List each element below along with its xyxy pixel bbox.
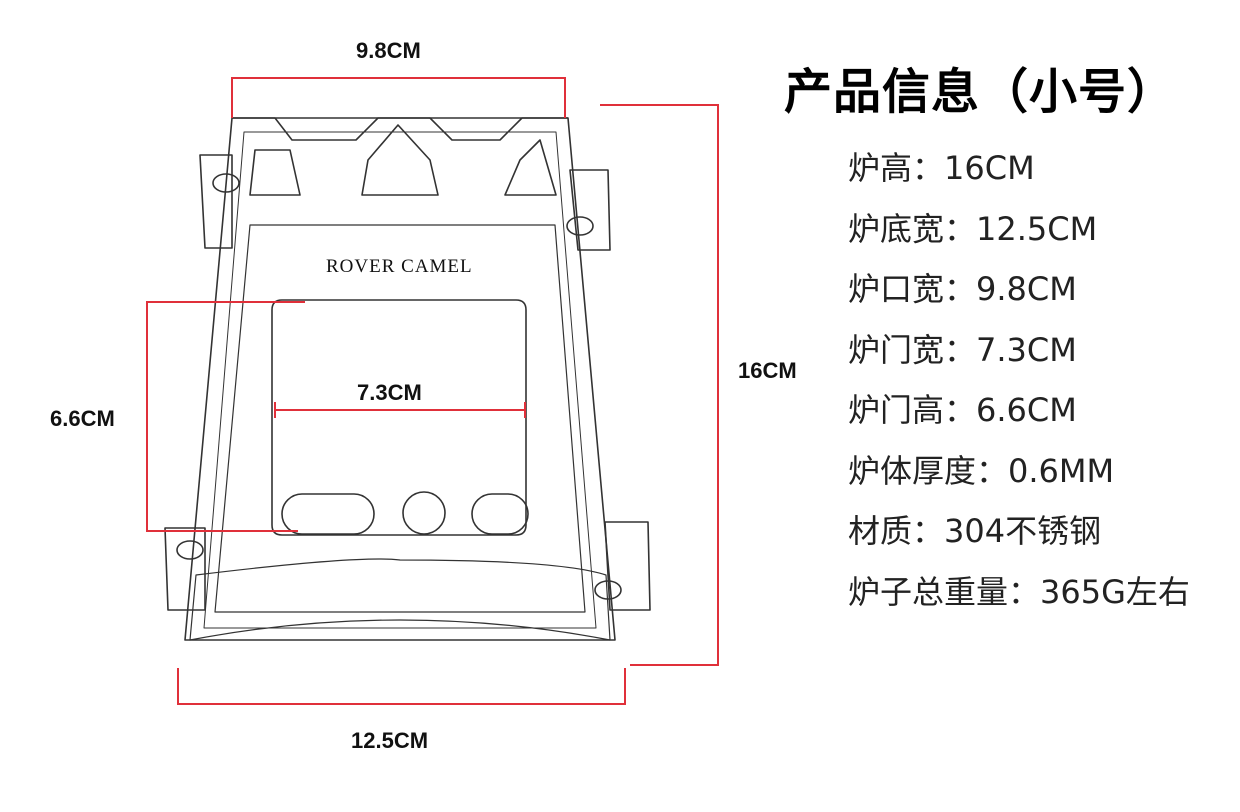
dim-line-door-height (146, 301, 305, 532)
stove-inner-outline (203, 131, 597, 629)
stove-outline (184, 117, 616, 641)
vent-hole-center (402, 491, 446, 535)
spec-list: 炉高：16CM 炉底宽：12.5CM 炉口宽：9.8CM 炉门宽：7.3CM 炉… (848, 142, 1190, 626)
info-title: 产品信息（小号） (784, 64, 1177, 120)
dim-line-base-width (177, 668, 626, 705)
dim-line-door-width (274, 402, 526, 418)
spec-item: 炉门高：6.6CM (848, 391, 1077, 429)
triangle-cutout-left (249, 149, 301, 196)
bottom-arch (189, 558, 611, 641)
left-hinge-top (199, 154, 233, 249)
fire-door (271, 299, 527, 536)
rivet-left-top (212, 173, 240, 193)
spec-item: 炉底宽：12.5CM (848, 209, 1098, 248)
door-height-label: 6.6CM (50, 406, 115, 431)
spec-item: 炉高：16CM (848, 149, 1035, 187)
brand-engraving: ROVER CAMEL (326, 256, 473, 277)
rivet-right-top (566, 216, 594, 236)
stove-crown (232, 117, 568, 141)
spec-item: 炉门宽：7.3CM (848, 330, 1077, 369)
spec-item: 材质：304不锈钢 (848, 512, 1102, 550)
dim-line-height (600, 104, 719, 666)
vent-hole-right (471, 493, 529, 535)
dim-line-mouth-width (231, 77, 566, 118)
rivet-left-bottom (176, 540, 204, 560)
triangle-cutout-center (361, 124, 439, 196)
rivet-right-bottom (594, 580, 622, 600)
left-hinge-bottom (164, 527, 206, 611)
vent-hole-left (281, 493, 375, 535)
spec-item: 炉口宽：9.8CM (848, 270, 1077, 308)
right-hinge-top (569, 169, 611, 251)
door-width-label: 7.3CM (357, 380, 422, 405)
height-label: 16CM (738, 358, 797, 383)
mouth-width-label: 9.8CM (356, 38, 421, 63)
spec-item: 炉子总重量：365G左右 (848, 572, 1190, 611)
triangle-cutout-right (504, 139, 557, 196)
base-width-label: 12.5CM (351, 728, 429, 753)
spec-item: 炉体厚度：0.6MM (848, 451, 1115, 490)
upper-panel (214, 224, 586, 613)
